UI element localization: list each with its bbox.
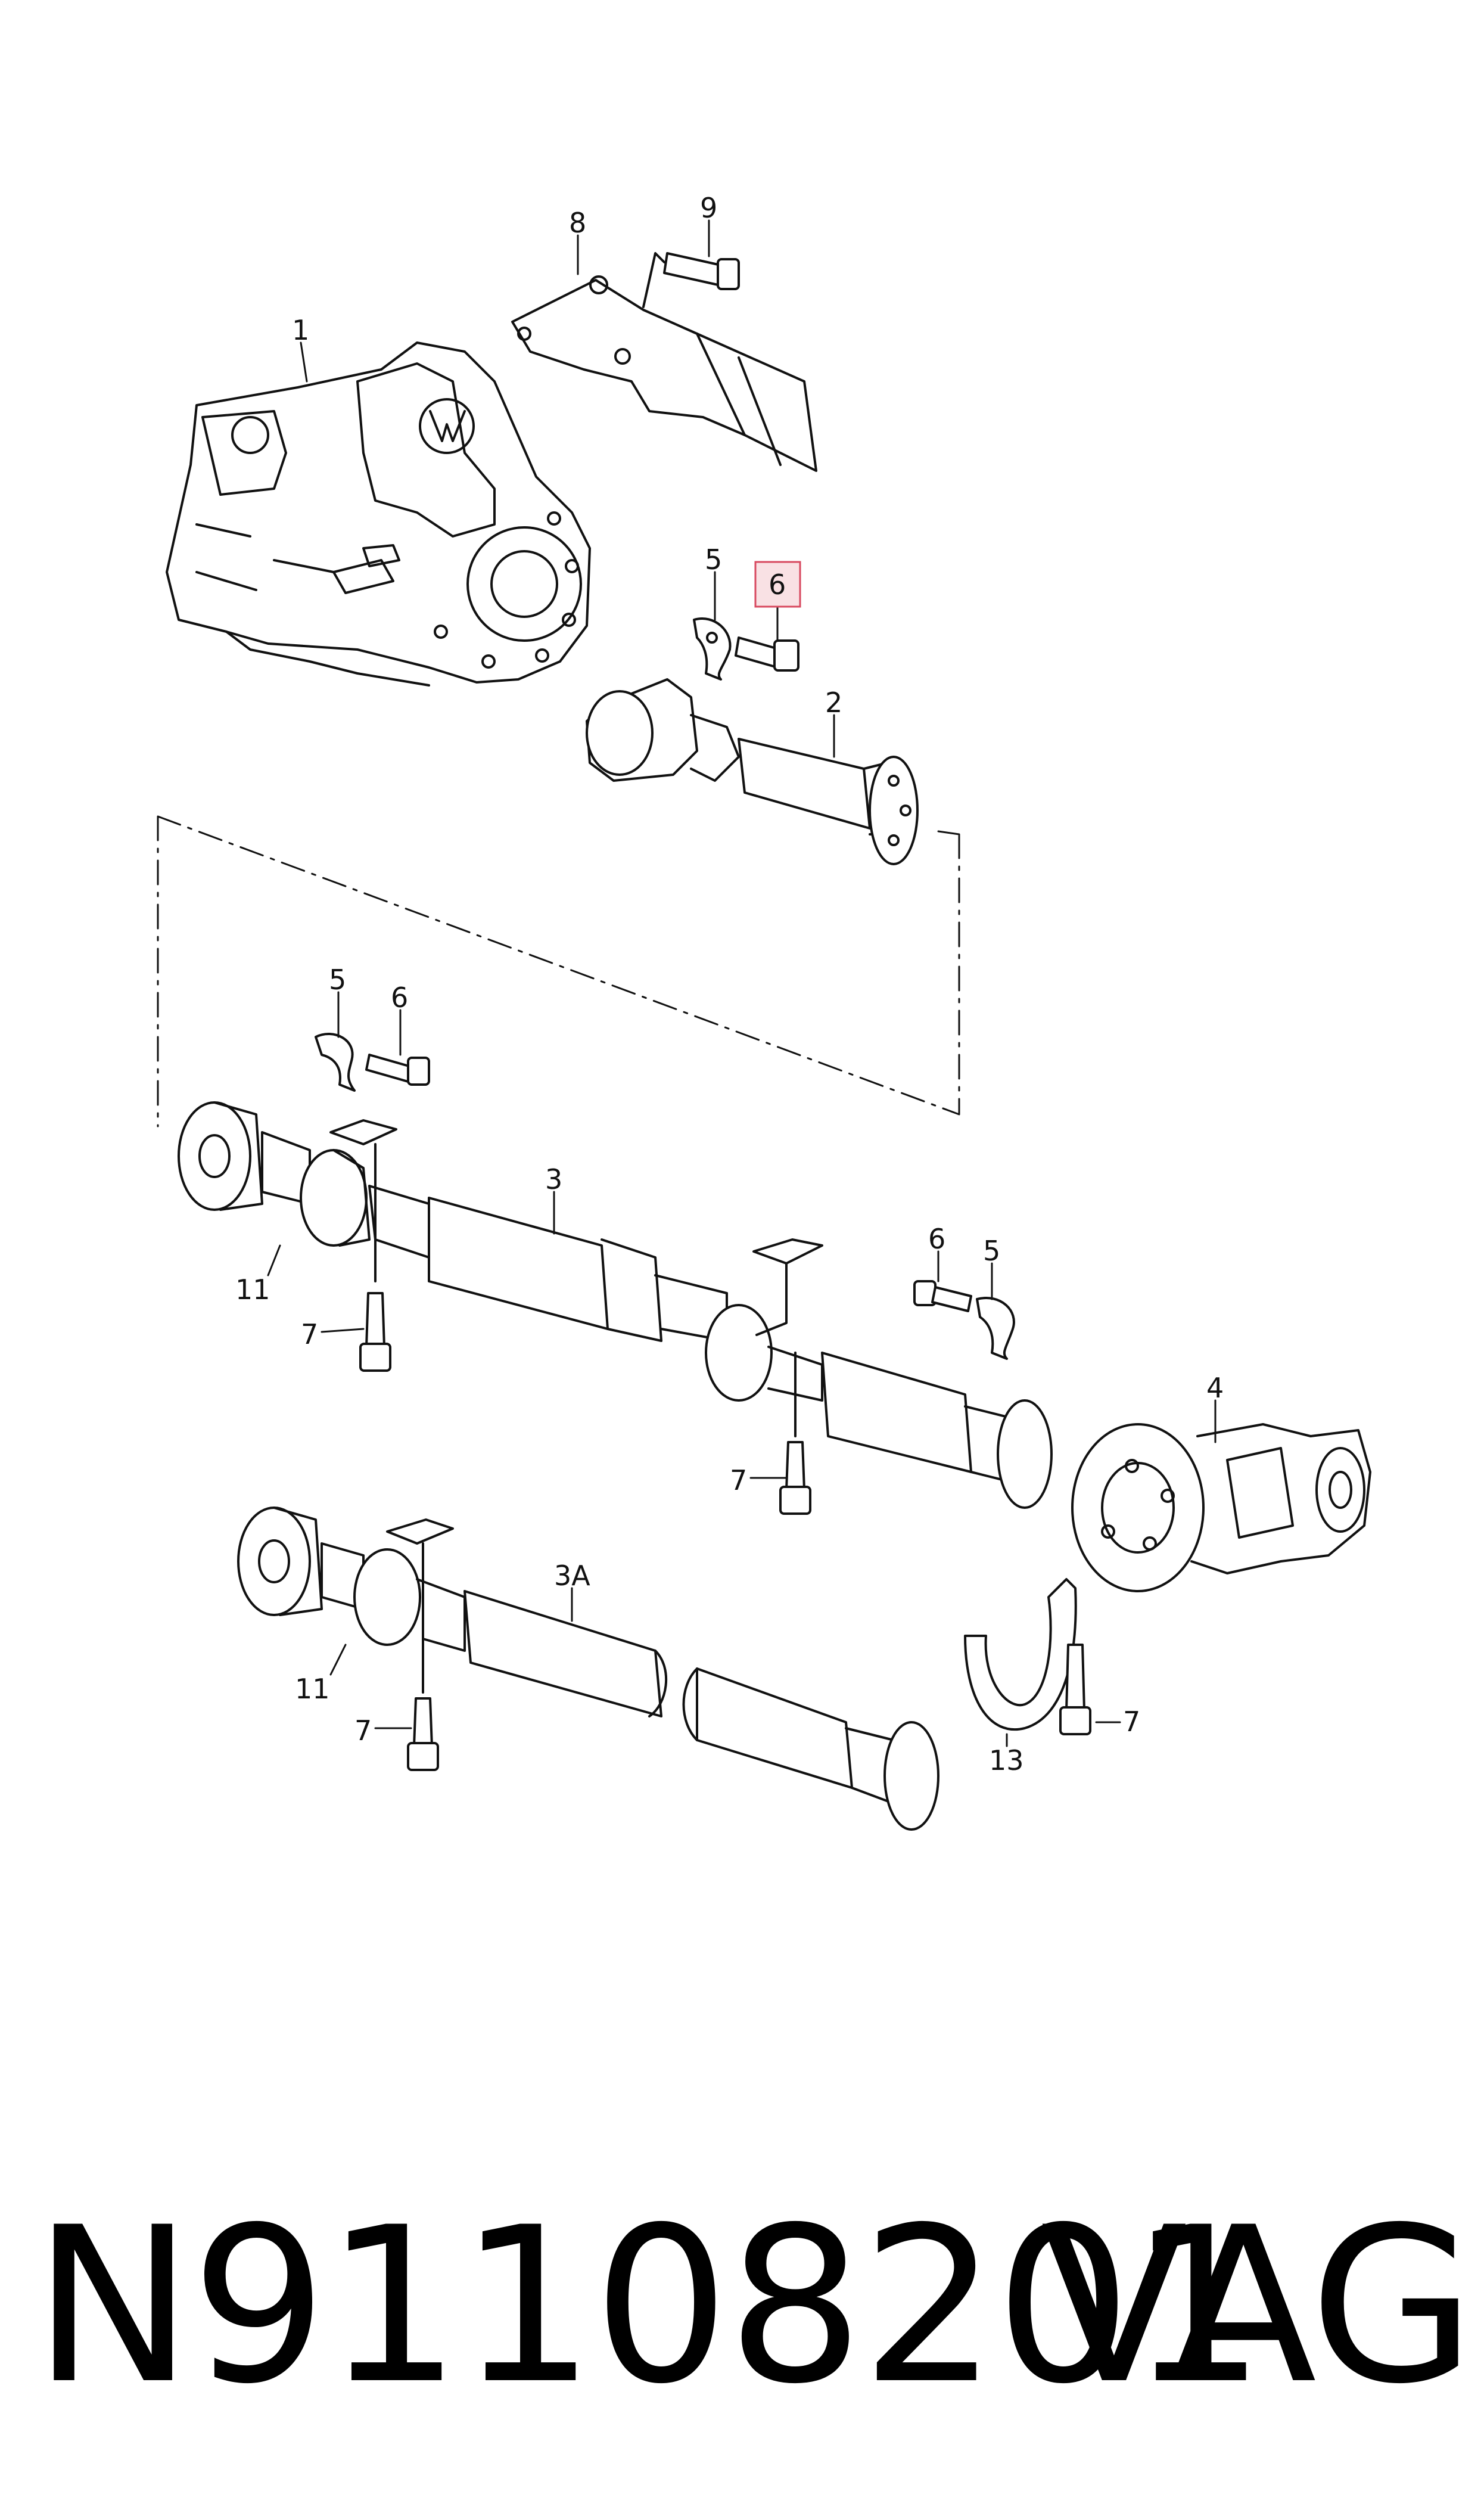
- leader-lines: [267, 219, 1217, 1747]
- callout-7-a: 7: [301, 1318, 318, 1350]
- brand-label: VAG: [1040, 2181, 1476, 2431]
- callout-6-top: 6: [769, 569, 786, 601]
- transmission-housing-part: [166, 341, 591, 687]
- bolt-part-7a: [359, 1292, 391, 1372]
- callout-6-left: 6: [391, 981, 408, 1014]
- rear-differential-part: [1071, 1423, 1371, 1592]
- bolt-part-7b: [779, 1441, 811, 1515]
- safety-strap-part: [964, 1578, 1077, 1731]
- callout-9: 9: [700, 192, 717, 224]
- callout-13: 13: [989, 1744, 1024, 1776]
- exploded-parts-diagram: 8 9 1 5 6 2 5 6 3 11 7 6 5 4 7 3A 11 7 7…: [157, 192, 1371, 1831]
- callout-7-b: 7: [730, 1464, 747, 1496]
- propshaft-main-part: [178, 1101, 1053, 1509]
- callout-4: 4: [1206, 1372, 1224, 1404]
- callout-5-right: 5: [983, 1235, 1000, 1267]
- bolt-part-9: [642, 252, 740, 308]
- bolt-part-6-highlighted: [735, 636, 799, 672]
- heat-shield-bracket-part: [511, 275, 817, 472]
- callout-1: 1: [292, 314, 309, 346]
- callout-6-right: 6: [928, 1223, 945, 1255]
- bolt-part-6b: [365, 1054, 430, 1086]
- callout-5-left: 5: [329, 964, 346, 996]
- center-bearing-bracket-c: [386, 1518, 454, 1694]
- part-number-label: N91108201: [33, 2181, 1266, 2431]
- retaining-washer-part-5b: [315, 1033, 356, 1092]
- callout-2: 2: [825, 687, 842, 719]
- center-bearing-bracket-b: [752, 1238, 823, 1437]
- callout-3: 3: [545, 1163, 562, 1195]
- callout-7-c: 7: [354, 1714, 372, 1747]
- propshaft-long-part: [237, 1507, 939, 1831]
- highlight-box: [754, 561, 801, 608]
- callout-7-d: 7: [1123, 1706, 1140, 1738]
- bolt-part-7c: [407, 1697, 439, 1771]
- retaining-washer-part-5: [693, 617, 732, 681]
- bolt-part-6c: [913, 1280, 972, 1312]
- center-bearing-bracket-a: [329, 1119, 397, 1282]
- callout-5-top: 5: [705, 543, 722, 576]
- bolt-part-7d: [1059, 1644, 1091, 1735]
- callout-3a: 3A: [554, 1560, 590, 1592]
- callout-11-bottom: 11: [295, 1673, 330, 1705]
- retaining-washer-part-5c: [976, 1297, 1015, 1360]
- propshaft-front-section-part: [586, 678, 919, 865]
- callout-8: 8: [569, 207, 586, 239]
- callout-11-top: 11: [235, 1274, 270, 1306]
- assembly-outline: [157, 815, 960, 1128]
